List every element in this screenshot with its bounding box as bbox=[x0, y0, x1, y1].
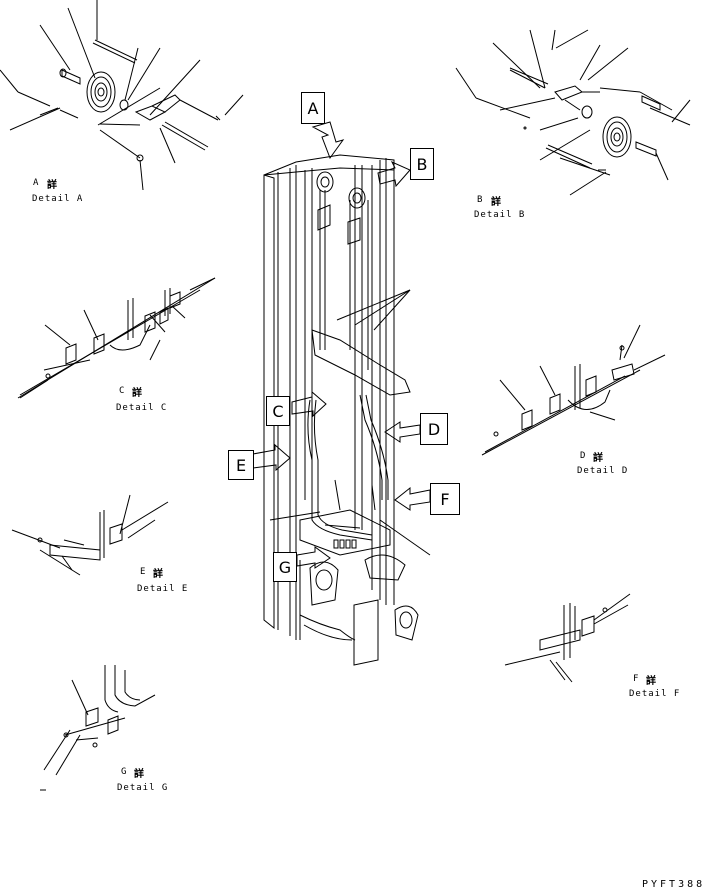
detail-b-kanji: 詳 bbox=[491, 197, 501, 208]
detail-g-caption: Detail G bbox=[117, 783, 169, 793]
detail-e-caption: Detail E bbox=[137, 584, 189, 594]
drawing-code: PYFT388 bbox=[642, 879, 706, 890]
detail-a-letter: A bbox=[33, 178, 40, 188]
detail-g-kanji: 詳 bbox=[134, 769, 144, 780]
callout-f: F bbox=[430, 483, 460, 515]
detail-g-drawing bbox=[40, 665, 156, 791]
detail-d-kanji: 詳 bbox=[593, 453, 603, 464]
detail-a-drawing bbox=[0, 0, 244, 191]
callout-b: B bbox=[410, 148, 434, 180]
detail-d-drawing bbox=[481, 324, 666, 456]
detail-f-drawing bbox=[504, 593, 631, 683]
callout-e: E bbox=[228, 450, 254, 480]
detail-c-drawing bbox=[17, 277, 216, 399]
callout-a: A bbox=[301, 92, 325, 124]
detail-a-kanji: 詳 bbox=[47, 180, 57, 191]
detail-f-kanji: 詳 bbox=[646, 676, 656, 687]
detail-f-letter: F bbox=[633, 674, 640, 684]
detail-d-letter: D bbox=[580, 451, 587, 461]
detail-f-caption: Detail F bbox=[629, 689, 681, 699]
mast-assembly bbox=[252, 121, 431, 666]
detail-e-kanji: 詳 bbox=[153, 569, 163, 580]
detail-b-caption: Detail B bbox=[474, 210, 526, 220]
detail-e-drawing bbox=[11, 494, 169, 576]
detail-d-caption: Detail D bbox=[577, 466, 629, 476]
detail-b-drawing bbox=[455, 29, 691, 196]
callout-c: C bbox=[266, 396, 290, 426]
detail-b-letter: B bbox=[477, 195, 484, 205]
detail-c-caption: Detail C bbox=[116, 403, 168, 413]
detail-c-letter: C bbox=[119, 386, 126, 396]
detail-c-kanji: 詳 bbox=[132, 388, 142, 399]
detail-g-letter: G bbox=[121, 767, 128, 777]
callout-g: G bbox=[273, 552, 297, 582]
detail-e-letter: E bbox=[140, 567, 147, 577]
detail-a-caption: Detail A bbox=[32, 194, 84, 204]
callout-d: D bbox=[420, 413, 448, 445]
